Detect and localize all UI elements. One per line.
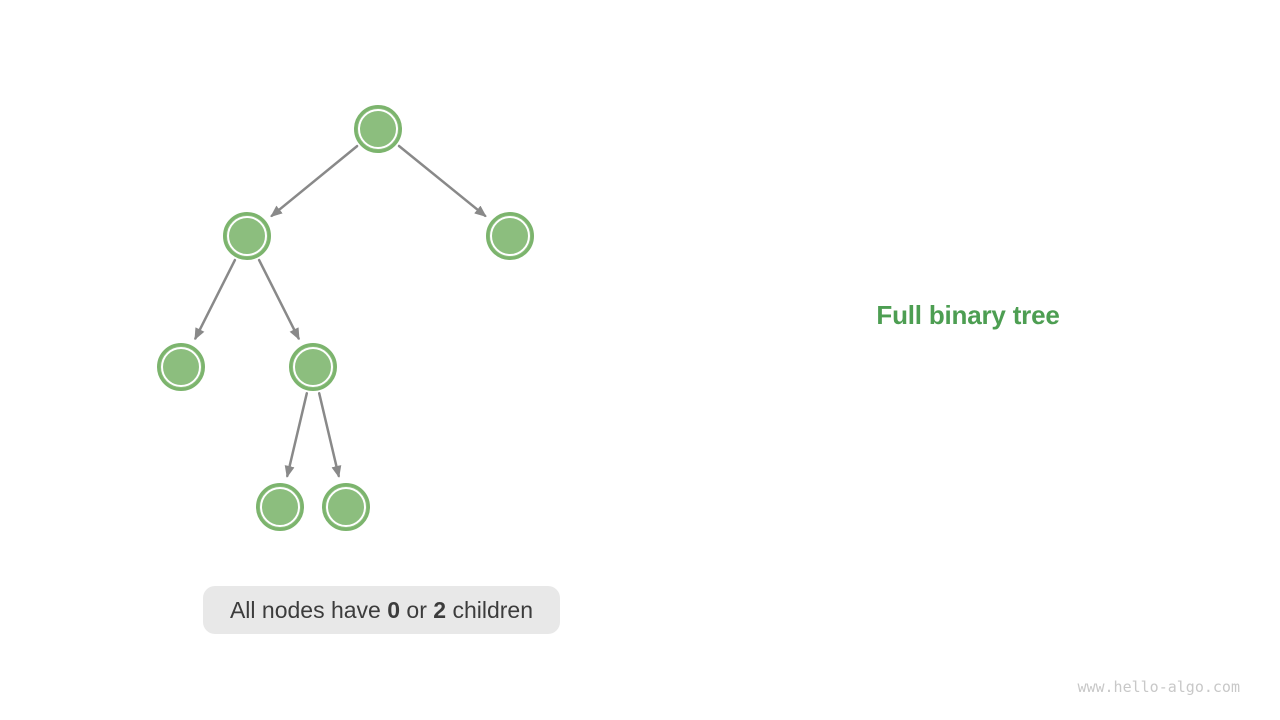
caption-bold-zero: 0 <box>387 596 401 623</box>
tree-edge-left-right-lr-right <box>317 392 342 478</box>
watermark: www.hello-algo.com <box>1077 678 1240 696</box>
caption-box: All nodes have 0 or 2 children <box>203 586 560 634</box>
tree-node-lr-left <box>256 483 304 531</box>
tree-node-left-left <box>157 343 205 391</box>
tree-node-right <box>486 212 534 260</box>
tree-edge-left-left-left <box>194 258 237 341</box>
tree-edges <box>194 144 487 478</box>
tree-node-left-right <box>289 343 337 391</box>
caption-text-prefix: All nodes have <box>229 596 388 623</box>
tree-edge-root-left <box>270 144 359 218</box>
tree-edge-root-right <box>397 144 487 218</box>
diagram-title: Full binary tree <box>876 300 1060 330</box>
caption-bold-two: 2 <box>433 596 447 623</box>
caption-text-middle: or <box>400 596 434 623</box>
tree-edge-left-right-lr-left <box>284 392 309 478</box>
tree-node-lr-right <box>322 483 370 531</box>
caption-text-suffix: children <box>446 596 534 623</box>
tree-node-root <box>354 105 402 153</box>
tree-nodes <box>157 105 534 531</box>
tree-node-left <box>223 212 271 260</box>
tree-edge-left-left-right <box>257 258 300 341</box>
